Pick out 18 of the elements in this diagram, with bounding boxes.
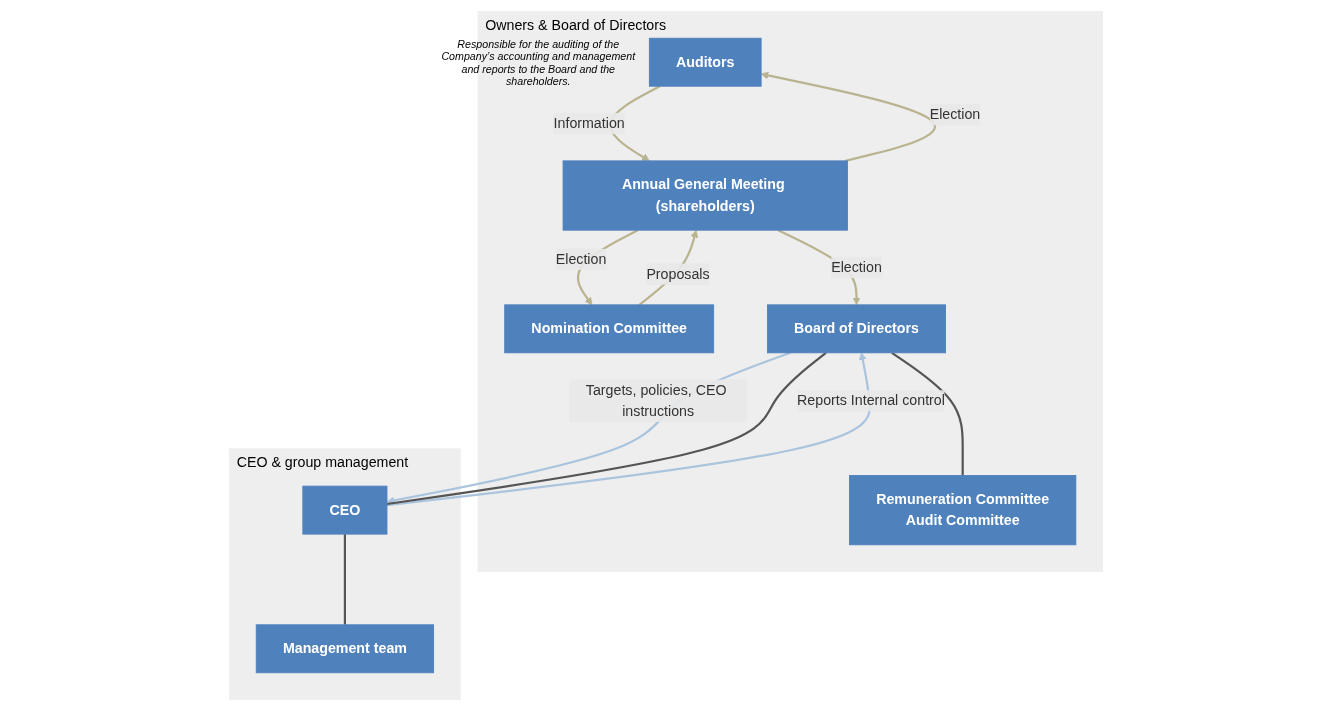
arrow bbox=[761, 71, 937, 162]
edge-label: Reports Internal control bbox=[797, 392, 946, 408]
edge-label: Proposals bbox=[646, 266, 711, 282]
edge-label: Targets, policies, CEO instructions bbox=[586, 382, 727, 419]
note-text: Responsible for the auditing of the Company’s accounting and management and reports to the Board and the shareholders. bbox=[440, 38, 637, 88]
connector bbox=[891, 351, 965, 476]
edge-label: Election bbox=[556, 251, 607, 267]
node-box: CEO bbox=[302, 485, 388, 535]
node-box: Board of Directors bbox=[767, 304, 947, 354]
edge-label: Election bbox=[930, 106, 981, 122]
node-box: Remuneration Committee Audit Committee bbox=[849, 475, 1077, 546]
node-box: Auditors bbox=[649, 37, 763, 87]
node-box: Annual General Meeting (shareholders) bbox=[563, 160, 849, 231]
edge-label: Information bbox=[554, 115, 626, 131]
node-box: Management team bbox=[256, 624, 435, 674]
edge-label: Election bbox=[831, 259, 883, 275]
node-box: Nomination Committee bbox=[504, 304, 715, 354]
connector bbox=[344, 534, 347, 625]
